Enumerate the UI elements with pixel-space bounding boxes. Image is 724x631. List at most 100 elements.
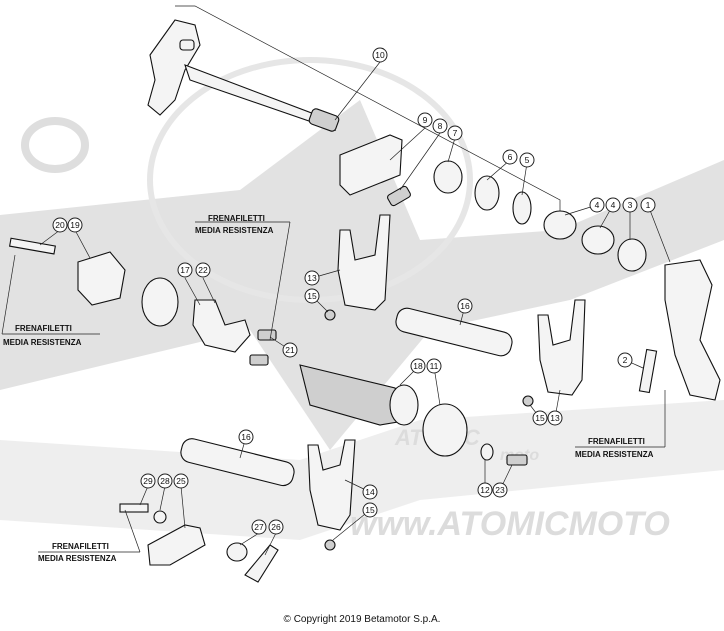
svg-text:10: 10 [375, 50, 385, 60]
svg-text:MEDIA RESISTENZA: MEDIA RESISTENZA [38, 554, 117, 563]
svg-text:2: 2 [623, 355, 628, 365]
callout-4a: 4 [589, 197, 605, 213]
svg-text:4: 4 [595, 200, 600, 210]
svg-text:19: 19 [70, 220, 80, 230]
svg-text:29: 29 [143, 476, 153, 486]
spring-6 [474, 175, 500, 211]
shift-shaft [147, 19, 340, 132]
callout-10: 10 [372, 47, 388, 63]
detent-plate [192, 299, 251, 353]
callout-3: 3 [622, 197, 638, 213]
bearing-4b [581, 225, 615, 255]
nut-15a [324, 309, 336, 321]
callout-26: 26 [268, 519, 284, 535]
svg-text:MEDIA RESISTENZA: MEDIA RESISTENZA [575, 450, 654, 459]
callout-25: 25 [173, 473, 189, 489]
svg-text:15: 15 [307, 291, 317, 301]
callout-19: 19 [67, 217, 83, 233]
svg-text:22: 22 [198, 265, 208, 275]
callout-20: 20 [52, 217, 68, 233]
svg-text:8: 8 [438, 121, 443, 131]
bolt-21a [257, 329, 277, 341]
callout-6: 6 [502, 149, 518, 165]
svg-text:11: 11 [430, 361, 439, 371]
washer-12 [480, 443, 494, 461]
svg-text:15: 15 [535, 413, 545, 423]
svg-text:MEDIA RESISTENZA: MEDIA RESISTENZA [3, 338, 82, 347]
washer-5 [512, 191, 532, 225]
pin-20 [9, 237, 56, 255]
svg-text:FRENAFILETTI: FRENAFILETTI [52, 542, 109, 551]
rod-16-top [395, 307, 513, 357]
svg-text:16: 16 [241, 432, 251, 442]
collar-7 [433, 160, 463, 194]
svg-text:27: 27 [254, 522, 264, 532]
bearing-11 [422, 403, 468, 457]
callout-21: 21 [282, 342, 298, 358]
svg-text:4: 4 [611, 200, 616, 210]
callout-15b: 15 [532, 410, 548, 426]
svg-text:16: 16 [460, 301, 470, 311]
lever-25 [147, 524, 206, 566]
callout-13b: 13 [547, 410, 563, 426]
bolt-21b [249, 354, 269, 366]
svg-text:21: 21 [285, 345, 295, 355]
callout-27: 27 [251, 519, 267, 535]
copyright-text: © Copyright 2019 Betamotor S.p.A. [283, 614, 441, 625]
nut-15c [324, 539, 336, 551]
callout-22: 22 [195, 262, 211, 278]
seal-3 [617, 238, 647, 272]
watermark-url: www.ATOMICMOTO [350, 505, 670, 543]
cam-19 [77, 251, 126, 306]
svg-text:1: 1 [646, 200, 651, 210]
svg-text:15: 15 [365, 505, 375, 515]
callout-4b: 4 [605, 197, 621, 213]
svg-text:FRENAFILETTI: FRENAFILETTI [15, 324, 72, 333]
shift-drum [299, 364, 419, 426]
svg-text:7: 7 [453, 128, 458, 138]
svg-text:18: 18 [413, 361, 423, 371]
callout-1: 1 [640, 197, 656, 213]
note-block-3: FRENAFILETTI MEDIA RESISTENZA [575, 390, 666, 459]
svg-text:5: 5 [525, 155, 530, 165]
callout-2: 2 [617, 352, 633, 368]
callout-13a: 13 [304, 270, 320, 286]
note-block-1: FRENAFILETTI MEDIA RESISTENZA [195, 214, 291, 341]
bolt-29 [119, 503, 149, 513]
svg-text:25: 25 [176, 476, 186, 486]
svg-text:20: 20 [55, 220, 65, 230]
bearing-4a [543, 210, 577, 240]
callout-15c: 15 [362, 502, 378, 518]
svg-text:13: 13 [550, 413, 560, 423]
assembly-bracket [175, 5, 561, 215]
note-block-4: FRENAFILETTI MEDIA RESISTENZA [38, 509, 141, 563]
bolt-2 [638, 348, 658, 394]
fork-13-left [337, 214, 391, 311]
callout-28: 28 [157, 473, 173, 489]
callout-16b: 16 [238, 429, 254, 445]
svg-text:23: 23 [495, 485, 505, 495]
svg-text:12: 12 [480, 485, 490, 495]
callout-12: 12 [477, 482, 493, 498]
svg-text:14: 14 [365, 487, 375, 497]
shift-lever [664, 259, 721, 401]
seal-disc [141, 277, 179, 327]
callout-15a: 15 [304, 288, 320, 304]
nut-15b [522, 395, 534, 407]
callout-7: 7 [447, 125, 463, 141]
callout-29: 29 [140, 473, 156, 489]
svg-text:13: 13 [307, 273, 317, 283]
note-block-2: FRENAFILETTI MEDIA RESISTENZA [1, 254, 100, 347]
callout-23: 23 [492, 482, 508, 498]
svg-text:3: 3 [628, 200, 633, 210]
callout-9: 9 [417, 112, 433, 128]
svg-text:FRENAFILETTI: FRENAFILETTI [588, 437, 645, 446]
fork-14 [307, 439, 356, 531]
callout-5: 5 [519, 152, 535, 168]
spring-26 [244, 544, 279, 583]
selector-plate [339, 134, 403, 196]
spring-8 [387, 185, 411, 207]
svg-text:17: 17 [180, 265, 190, 275]
svg-text:28: 28 [160, 476, 170, 486]
